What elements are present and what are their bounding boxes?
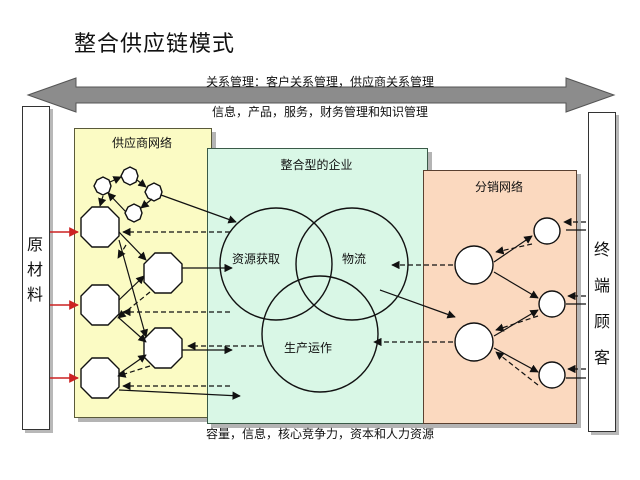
supplier-node xyxy=(143,252,183,294)
raw-materials-bar xyxy=(22,106,50,430)
distributor-node xyxy=(533,217,561,245)
supplier-node xyxy=(93,176,112,196)
supplier-node xyxy=(144,182,163,202)
page-title: 整合供应链模式 xyxy=(74,32,236,57)
flows-label: 信息，产品，服务，财务管理和知识管理 xyxy=(211,105,428,119)
supplier-node xyxy=(80,357,120,399)
distribution-network-title: 分销网络 xyxy=(474,180,523,194)
procurement-circle xyxy=(219,207,333,321)
capabilities-label: 容量，信息，核心竞争力，资本和人力资源 xyxy=(205,427,434,441)
distributor-connectors xyxy=(379,229,586,379)
relationship-management-label: 关系管理：客户关系管理，供应商关系管理 xyxy=(205,75,434,89)
supplier-nodes xyxy=(80,166,183,399)
integrated-enterprise-box xyxy=(207,148,428,424)
distributor-dashed-connectors xyxy=(373,217,586,386)
distributor-node xyxy=(538,361,566,389)
distributor-node xyxy=(538,290,566,318)
distributor-node xyxy=(454,322,494,362)
supplier-dashed-connectors xyxy=(117,227,262,391)
relationship-double-arrow xyxy=(26,77,616,113)
procurement-label: 资源获取 xyxy=(232,252,281,266)
distributor-node xyxy=(454,245,494,285)
raw-materials-label: 原材料 xyxy=(26,235,43,304)
supplier-node xyxy=(80,206,120,248)
supplier-node xyxy=(124,203,143,223)
raw-material-input-arrows xyxy=(50,227,79,383)
integrated-enterprise-title: 整合型的企业 xyxy=(280,158,353,172)
end-customers-label: 终端顾客 xyxy=(593,240,610,367)
end-customers-bar xyxy=(588,112,616,432)
supplier-node xyxy=(80,284,120,326)
distributor-nodes xyxy=(454,217,566,389)
operations-circle xyxy=(261,275,379,393)
supplier-node xyxy=(143,327,183,369)
supplier-network-title: 供应商网络 xyxy=(111,136,172,150)
supplier-connectors xyxy=(98,176,241,400)
operations-label: 生产运作 xyxy=(284,341,333,355)
logistics-circle xyxy=(295,207,409,321)
supplier-node xyxy=(120,166,139,186)
enterprise-venn xyxy=(219,207,409,393)
logistics-label: 物流 xyxy=(342,252,367,266)
